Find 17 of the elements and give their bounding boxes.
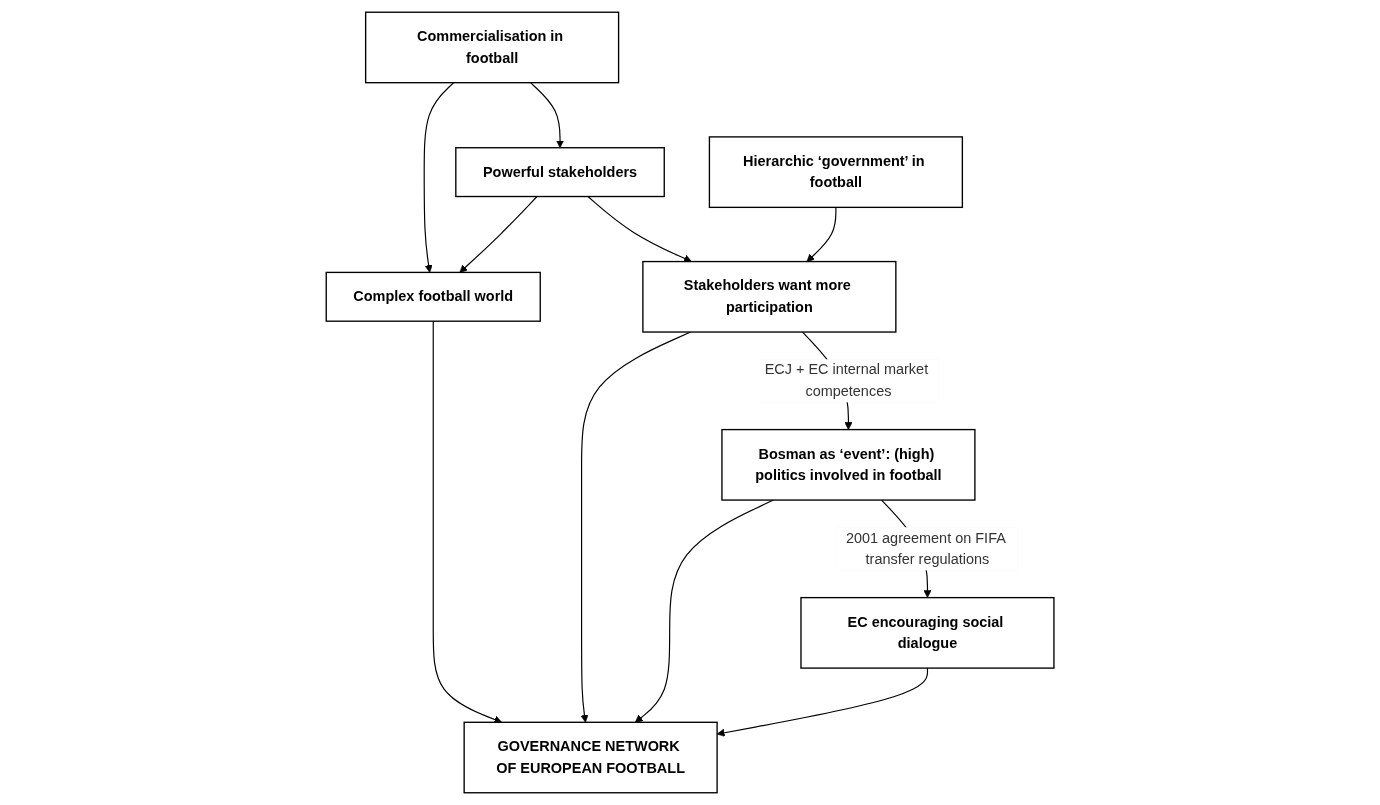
node-box: Powerful stakeholders: [455, 147, 665, 198]
node-box: EC encouraging social dialogue: [800, 596, 1055, 669]
arrow: [634, 499, 774, 723]
arrow: [432, 320, 502, 724]
edge-label: 2001 agreement on FIFA transfer regulations: [845, 529, 1005, 567]
arrow: [423, 82, 455, 273]
node-box: GOVERNANCE NETWORK OF EUROPEAN FOOTBALL: [463, 721, 718, 794]
edge-label: ECJ + EC internal market competences: [764, 361, 929, 399]
arrow: [806, 206, 837, 262]
arrow: [459, 195, 538, 273]
node-box: Commercialisation in football: [364, 11, 620, 84]
node-box: Complex football world: [325, 271, 541, 322]
node-box: Bosman as ‘event’: (high) politics involved in football: [721, 428, 976, 501]
node-box: Stakeholders want more participation: [642, 260, 897, 333]
arrow: [529, 82, 564, 149]
node-box: Hierarchic ‘government’ in football: [708, 136, 963, 209]
arrow: [587, 195, 692, 263]
